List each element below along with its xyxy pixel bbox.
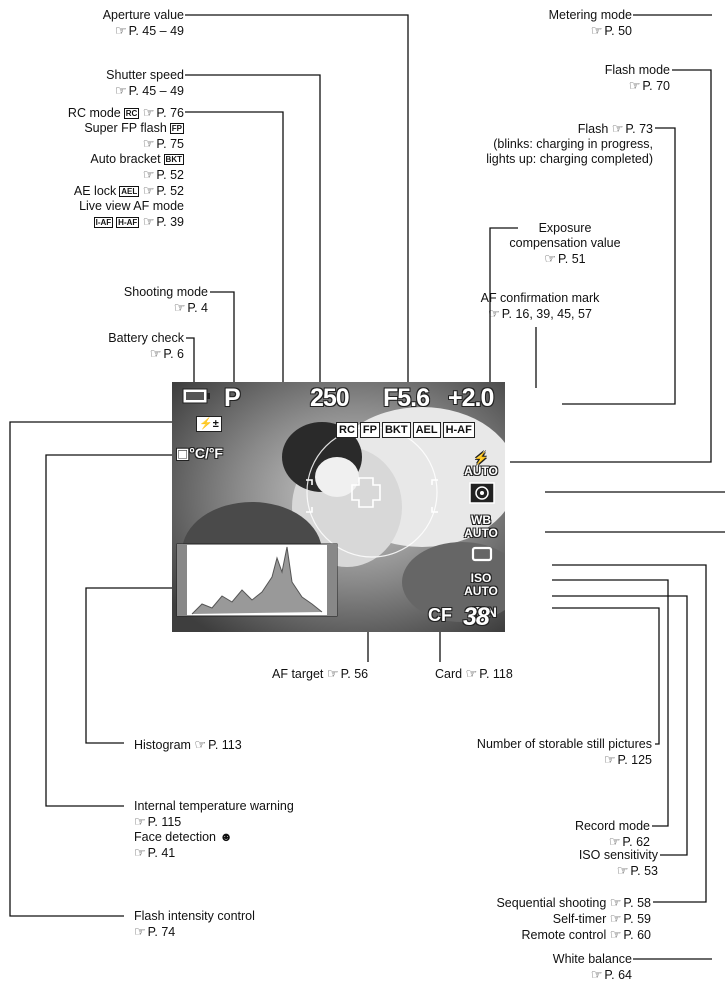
label-histogram: Histogram P. 113 [134,737,242,753]
label-exposure-comp: Exposure compensation value P. 51 [500,221,630,267]
metering-icon [469,482,495,509]
fp-badge: FP [359,422,380,438]
flash-mode-indicator: ⚡ AUTO [462,452,500,478]
label-white-balance: White balance P. 64 [470,952,632,983]
bkt-badge: BKT [381,422,411,438]
label-sequential: Sequential shooting P. 58 Self-timer P. … [420,895,651,943]
exposure-comp-indicator: +2.0 [448,384,494,412]
label-metering: Metering mode P. 50 [470,8,632,39]
flash-bolt-icon: ⚡ [473,451,489,465]
battery-icon [182,387,210,410]
label-af-target: AF target P. 56 [272,666,368,682]
temperature-warning: ▣°C/°F [176,445,223,461]
large-quality-icon: L [472,606,485,622]
label-shooting-mode: Shooting mode P. 4 [50,285,208,316]
iso-indicator: ISO AUTO [464,571,498,598]
aperture-indicator: F5.6 [383,384,430,412]
label-internal-temp: Internal temperature warning P. 115 Face… [134,799,294,861]
label-flash-mode: Flash mode P. 70 [470,63,670,94]
label-flash-intensity: Flash intensity control P. 74 [134,909,255,940]
label-battery: Battery check P. 6 [50,331,184,362]
label-card: Card P. 118 [435,666,513,682]
label-af-confirmation: AF confirmation mark P. 16, 39, 45, 57 [460,291,620,322]
storable-count: 38 [463,603,490,631]
flash-intensity-icon: ⚡± [196,414,224,432]
sequential-shooting-icon [471,546,493,567]
ael-badge: AEL [412,422,441,438]
label-flash: Flash P. 73 (blinks: charging in progres… [440,121,653,167]
label-iso: ISO sensitivity P. 53 [500,848,658,879]
label-record-mode: Record mode P. 62 [500,819,650,850]
card-indicator: CF [428,605,452,625]
rc-badge: RC [336,422,358,438]
shutter-speed-indicator: 250 [310,384,350,412]
label-storable: Number of storable still pictures P. 125 [420,737,652,768]
label-shutter: Shutter speed P. 45 – 49 [60,68,184,99]
white-balance-indicator: WB AUTO [464,513,498,540]
label-aperture: Aperture value P. 45 – 49 [60,8,184,39]
face-detection-icon: ☻ [219,830,233,844]
temperature-warning-icon: ▣ [176,445,190,461]
haf-badge: H-AF [442,422,475,438]
shooting-mode-indicator: P [224,384,241,412]
